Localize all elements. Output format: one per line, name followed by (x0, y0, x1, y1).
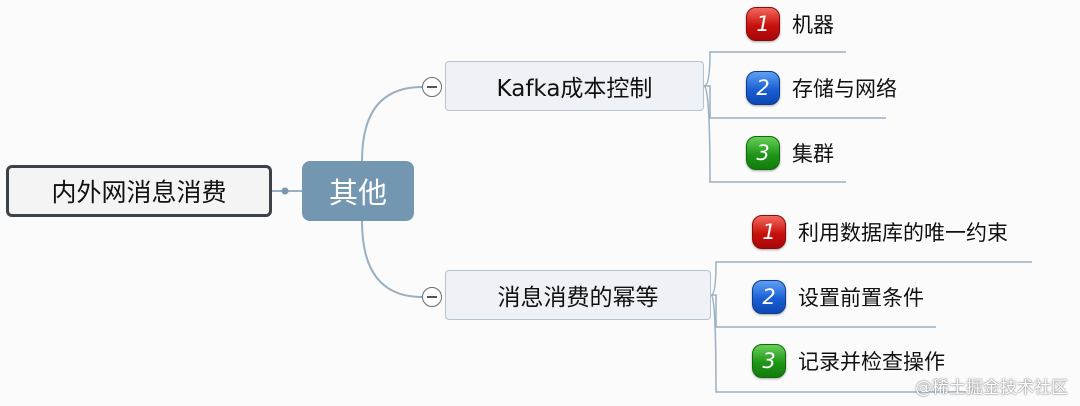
subtopic-label: 集群 (792, 142, 834, 166)
priority-1-icon: 1 (746, 7, 780, 41)
leaf-connector-1-2 (704, 85, 886, 119)
priority-2-icon: 2 (746, 71, 780, 105)
leaf-connector-2-3 (710, 294, 966, 393)
subtopic-item[interactable]: 2 存储与网络 (746, 69, 897, 107)
root-topic[interactable]: 内外网消息消费 (6, 165, 272, 217)
leaf-connector-1-3 (703, 85, 846, 183)
subtopic-label: 设置前置条件 (798, 286, 924, 310)
subtopic-label: 存储与网络 (792, 77, 897, 101)
branch-connector-2 (361, 220, 423, 298)
leaf-connector-2-2 (711, 294, 936, 328)
branch-topic-label: 消息消费的幂等 (497, 285, 659, 311)
subtopic-item[interactable]: 1 机器 (746, 5, 834, 43)
branch-topic-idempotent[interactable]: 消息消费的幂等 (445, 270, 711, 320)
priority-3-icon: 3 (752, 344, 786, 378)
subtopic-item[interactable]: 1 利用数据库的唯一约束 (752, 213, 1008, 251)
minus-circle-icon[interactable] (422, 287, 442, 307)
root-connector-dot (281, 187, 289, 195)
watermark: @稀土掘金技术社区 (915, 378, 1068, 398)
subtopic-item[interactable]: 2 设置前置条件 (752, 278, 924, 316)
priority-2-icon: 2 (752, 280, 786, 314)
priority-1-icon: 1 (752, 215, 786, 249)
subtopic-label: 利用数据库的唯一约束 (798, 221, 1008, 245)
minus-circle-icon[interactable] (422, 77, 442, 97)
root-topic-label: 内外网消息消费 (51, 178, 227, 207)
subtopic-item[interactable]: 3 集群 (746, 134, 834, 172)
subtopic-item[interactable]: 3 记录并检查操作 (752, 342, 945, 380)
subtopic-label: 机器 (792, 13, 834, 37)
central-topic[interactable]: 其他 (302, 161, 414, 221)
central-topic-label: 其他 (328, 176, 387, 210)
branch-connector-1 (361, 86, 423, 162)
priority-3-icon: 3 (746, 136, 780, 170)
subtopic-label: 记录并检查操作 (798, 350, 945, 374)
branch-topic-kafka[interactable]: Kafka成本控制 (445, 61, 704, 111)
branch-topic-label: Kafka成本控制 (496, 76, 653, 102)
